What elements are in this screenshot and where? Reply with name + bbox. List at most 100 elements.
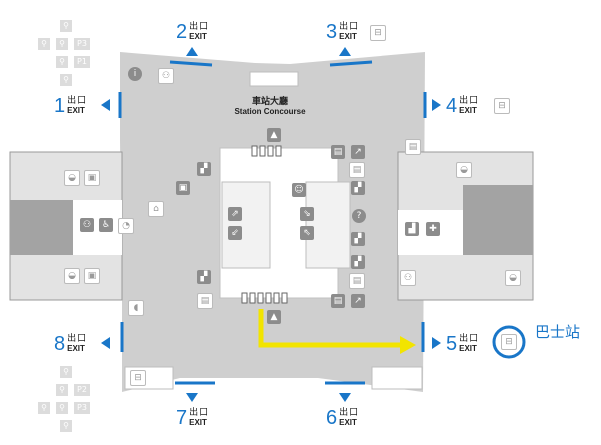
exit-4-arrow-icon — [432, 99, 441, 111]
concourse-label: 車站大廳 Station Concourse — [220, 94, 320, 116]
exit-6-en: EXIT — [339, 418, 357, 427]
exit-4-en: EXIT — [459, 106, 477, 115]
exit-4-number: 4 — [446, 95, 458, 117]
parking-p1-icon: P1 — [74, 56, 90, 68]
phone-icon: ◖ — [128, 300, 144, 316]
exit-1-en: EXIT — [67, 106, 85, 115]
exit-2-arrow-icon — [186, 47, 198, 56]
exit-6-number: 6 — [326, 407, 338, 429]
motorcycle-icon: ⚲ — [38, 402, 50, 414]
bus-icon[interactable]: ⊟ — [501, 334, 517, 350]
exit-5-number: 5 — [446, 333, 458, 355]
car-icon: ⚲ — [56, 38, 68, 50]
exit-8-zh: 出口 — [67, 334, 88, 344]
restaurant-icon: ◒ — [64, 268, 80, 284]
taxi-icon: ⚲ — [60, 366, 72, 378]
exit-1-zh: 出口 — [67, 96, 88, 106]
restaurant-icon: ◒ — [505, 270, 521, 286]
toilet-icon: ⚇ — [80, 218, 94, 232]
phone-icon: ▤ — [197, 293, 213, 309]
taxi-icon: ⊟ — [494, 98, 510, 114]
phone-icon: ▤ — [349, 273, 365, 289]
central-left-block — [221, 181, 271, 269]
help-icon: ? — [352, 209, 366, 223]
exit-4-zh: 出口 — [459, 96, 480, 106]
ticket-machine-icon: ▤ — [331, 294, 345, 308]
stairs-icon: ▞ — [351, 232, 365, 246]
bicycle-icon: ⚲ — [60, 420, 72, 432]
ticket-office-icon: ▟ — [405, 222, 419, 236]
customer-service-icon: ☺ — [292, 183, 306, 197]
bottom-right-corner — [371, 366, 423, 390]
nursing-room-icon: ◔ — [118, 218, 134, 234]
people-icon: ⚇ — [158, 68, 174, 84]
exit-8-number: 8 — [54, 333, 66, 355]
exit-7-zh: 出口 — [189, 408, 210, 418]
taxi-icon: ⊟ — [130, 370, 146, 386]
escalator-up-icon: ▲ — [267, 128, 281, 142]
left-building-dark — [10, 200, 73, 255]
taxi-icon: ⚲ — [60, 74, 72, 86]
exit-8-arrow-icon — [101, 337, 110, 349]
bus-station-highlight — [492, 325, 526, 359]
escalator-up-icon: ⇖ — [300, 226, 314, 240]
route-to-bus-station — [258, 309, 416, 354]
bicycle-icon: ⚲ — [60, 20, 72, 32]
bus-stop-icon: ⊟ — [370, 25, 386, 41]
top-gate — [249, 71, 299, 87]
elevator-icon: ⌂ — [148, 201, 164, 217]
exit-1-arrow-icon — [101, 99, 110, 111]
motorcycle-icon: ⚲ — [38, 38, 50, 50]
exit-3-arrow-icon — [339, 47, 351, 56]
exit-5-zh: 出口 — [459, 334, 480, 344]
exit-3-number: 3 — [326, 21, 338, 43]
stairs-icon: ▞ — [351, 255, 365, 269]
escalator-down-icon: ⇙ — [228, 226, 242, 240]
stairs-icon: ▞ — [197, 270, 211, 284]
exit-2-number: 2 — [176, 21, 188, 43]
restaurant-icon: ◒ — [456, 162, 472, 178]
car-icon: ⚲ — [56, 384, 68, 396]
exit-5-en: EXIT — [459, 344, 477, 353]
parking-p2-icon: P2 — [74, 384, 90, 396]
parking-p3-icon: P3 — [74, 38, 90, 50]
ticket-machine-icon: ▤ — [331, 145, 345, 159]
escalator-up-icon: ▲ — [267, 310, 281, 324]
information-icon: i — [128, 67, 142, 81]
exit-6-zh: 出口 — [339, 408, 360, 418]
exit-7-en: EXIT — [189, 418, 207, 427]
exit-8-en: EXIT — [67, 344, 85, 353]
exit-7-number: 7 — [176, 407, 188, 429]
exit-6-arrow-icon — [339, 393, 351, 402]
accessible-icon: ♿ — [99, 218, 113, 232]
stairs-icon: ▞ — [351, 181, 365, 195]
concourse-name-en: Station Concourse — [234, 107, 306, 116]
escalator-icon: ↗ — [351, 294, 365, 308]
atm-icon: ▤ — [405, 139, 421, 155]
exit-7-arrow-icon — [186, 393, 198, 402]
exit-3-en: EXIT — [339, 32, 357, 41]
toilet-icon: ⚇ — [400, 270, 416, 286]
exit-3-zh: 出口 — [339, 22, 360, 32]
turnstiles-top — [251, 145, 282, 157]
turnstiles-bottom — [241, 292, 288, 304]
right-building-dark — [463, 185, 533, 255]
bus-station-label[interactable]: 巴士站 — [535, 323, 581, 341]
escalator-down-icon: ⇘ — [300, 207, 314, 221]
concourse-name-zh: 車站大廳 — [251, 97, 288, 107]
car-icon: ⚲ — [56, 402, 68, 414]
gift-shop-icon: ▣ — [176, 181, 190, 195]
exit-2-zh: 出口 — [189, 22, 210, 32]
central-right-block — [305, 181, 351, 269]
gift-icon: ▣ — [84, 170, 100, 186]
exit-1-number: 1 — [54, 95, 66, 117]
